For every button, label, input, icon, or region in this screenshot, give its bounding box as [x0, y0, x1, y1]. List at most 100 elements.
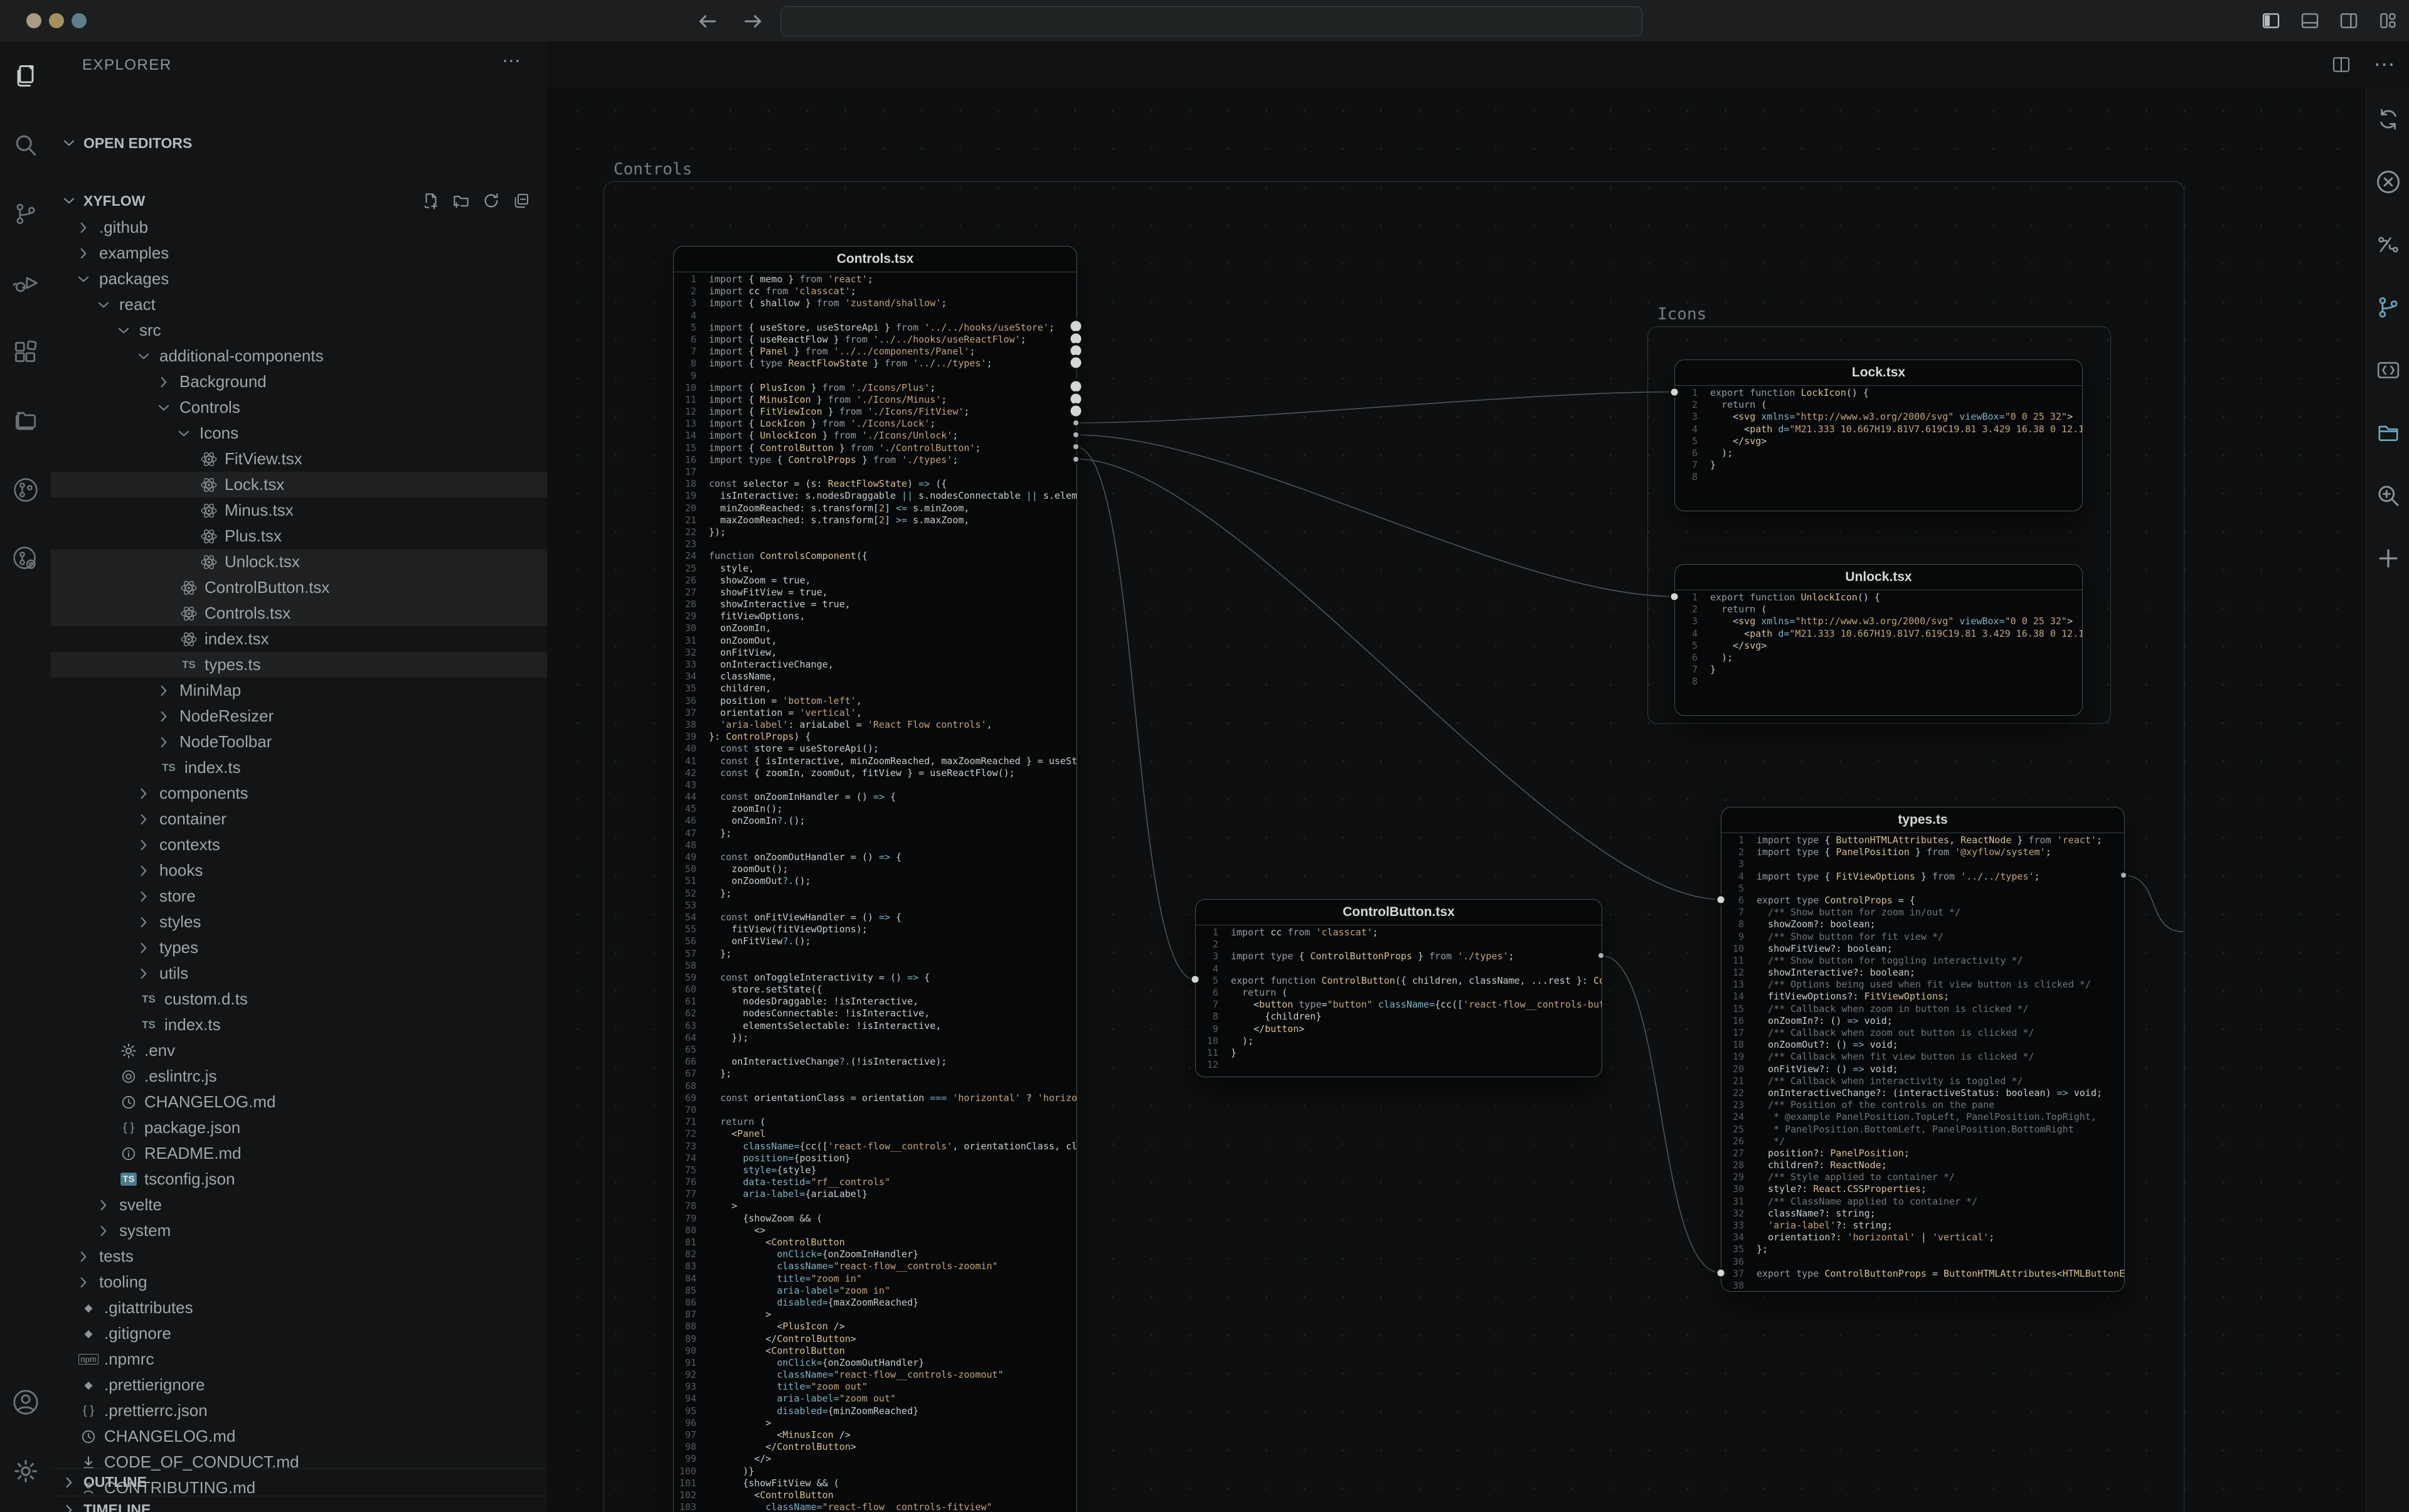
add-card-button[interactable]	[2366, 527, 2409, 590]
tree-file-changelog-md[interactable]: CHANGELOG.md	[51, 1089, 547, 1115]
canvas-files-button[interactable]	[2366, 402, 2409, 464]
connection-port[interactable]	[1073, 456, 1078, 462]
activity-source-control[interactable]	[0, 179, 51, 248]
tree-file--prettierrc-json[interactable]: { }.prettierrc.json	[51, 1398, 547, 1424]
accounts-button[interactable]	[0, 1368, 51, 1437]
tree-folder--github[interactable]: .github	[51, 215, 547, 240]
activity-search[interactable]	[0, 110, 51, 179]
connection-port[interactable]	[1070, 393, 1082, 405]
card-title[interactable]: types.ts	[1721, 807, 2124, 833]
tree-folder-icons[interactable]: Icons	[51, 420, 547, 446]
connection-port[interactable]	[1598, 953, 1603, 958]
tree-folder-container[interactable]: container	[51, 806, 547, 832]
tree-file-minus-tsx[interactable]: Minus.tsx	[51, 498, 547, 523]
tree-file--npmrc[interactable]: npm.npmrc	[51, 1346, 547, 1372]
tree-file--env[interactable]: .env	[51, 1038, 547, 1063]
tree-folder-hooks[interactable]: hooks	[51, 858, 547, 883]
collapse-folders-button[interactable]	[512, 191, 531, 210]
group-controls[interactable]	[604, 181, 2184, 1512]
connection-port[interactable]	[2121, 873, 2126, 878]
card-title[interactable]: Unlock.tsx	[1675, 565, 2082, 590]
connection-port[interactable]	[1073, 432, 1078, 438]
tree-file-readme-md[interactable]: README.md	[51, 1141, 547, 1166]
command-center-input[interactable]	[780, 6, 1642, 36]
connection-port[interactable]	[1070, 357, 1082, 368]
group-icons[interactable]	[1647, 326, 2111, 724]
connection-port[interactable]	[1070, 345, 1082, 356]
window-zoom-button[interactable]	[72, 13, 87, 28]
tree-folder-packages[interactable]: packages	[51, 266, 547, 292]
code-block-button[interactable]	[2366, 339, 2409, 402]
tree-folder-tests[interactable]: tests	[51, 1243, 547, 1269]
connection-port[interactable]	[1070, 405, 1082, 417]
connection-port[interactable]	[1717, 896, 1725, 903]
connection-port[interactable]	[1070, 333, 1082, 344]
card-title[interactable]: Controls.tsx	[674, 247, 1077, 272]
activity-library[interactable]	[0, 386, 51, 455]
editor-more-actions-button[interactable]: ⋯	[2373, 53, 2397, 77]
connection-port[interactable]	[1073, 444, 1078, 450]
connection-port[interactable]	[1717, 1269, 1725, 1277]
tree-folder-minimap[interactable]: MiniMap	[51, 678, 547, 703]
tree-file-plus-tsx[interactable]: Plus.tsx	[51, 523, 547, 549]
tree-folder-svelte[interactable]: svelte	[51, 1192, 547, 1218]
tree-folder-contexts[interactable]: contexts	[51, 832, 547, 858]
tree-folder-components[interactable]: components	[51, 780, 547, 806]
card-title[interactable]: ControlButton.tsx	[1196, 900, 1602, 925]
connection-port[interactable]	[1671, 388, 1678, 396]
tree-folder-background[interactable]: Background	[51, 369, 547, 395]
tree-folder-utils[interactable]: utils	[51, 961, 547, 986]
refresh-explorer-button[interactable]	[482, 191, 501, 210]
tree-file-index-tsx[interactable]: index.tsx	[51, 626, 547, 652]
tree-file--gitignore[interactable]: ◆.gitignore	[51, 1321, 547, 1346]
sidebar-more-actions-button[interactable]: ⋯	[502, 51, 522, 72]
settings-button[interactable]	[0, 1437, 51, 1506]
tree-folder-controls[interactable]: Controls	[51, 395, 547, 420]
tree-folder-nodetoolbar[interactable]: NodeToolbar	[51, 729, 547, 755]
connection-port[interactable]	[1073, 420, 1078, 425]
open-editors-section[interactable]: OPEN EDITORS	[51, 129, 547, 157]
activity-run-debug[interactable]	[0, 248, 51, 317]
zoom-in-button[interactable]	[2366, 464, 2409, 527]
tree-file-controls-tsx[interactable]: Controls.tsx	[51, 600, 547, 626]
tree-file-lock-tsx[interactable]: Lock.tsx	[51, 472, 547, 498]
tree-folder-store[interactable]: store	[51, 883, 547, 909]
tree-file--prettierignore[interactable]: ◆.prettierignore	[51, 1372, 547, 1398]
tree-file-fitview-tsx[interactable]: FitView.tsx	[51, 446, 547, 472]
tree-folder-src[interactable]: src	[51, 317, 547, 343]
tree-folder-styles[interactable]: styles	[51, 909, 547, 935]
tree-folder-additional-components[interactable]: additional-components	[51, 343, 547, 369]
window-close-button[interactable]	[26, 13, 41, 28]
tree-folder-react[interactable]: react	[51, 292, 547, 317]
connection-port[interactable]	[1070, 381, 1082, 392]
history-back-button[interactable]	[694, 8, 721, 35]
tree-folder-tooling[interactable]: tooling	[51, 1269, 547, 1295]
tree-folder-examples[interactable]: examples	[51, 240, 547, 266]
activity-explorer[interactable]	[0, 41, 51, 110]
sync-canvas-button[interactable]	[2366, 88, 2409, 151]
customize-layout-button[interactable]	[2375, 9, 2400, 33]
connection-port[interactable]	[1191, 976, 1199, 983]
toggle-panel-button[interactable]	[2297, 9, 2322, 33]
tree-file-controlbutton-tsx[interactable]: ControlButton.tsx	[51, 575, 547, 600]
close-all-button[interactable]	[2366, 151, 2409, 213]
split-editor-button[interactable]	[2329, 53, 2354, 77]
connection-port[interactable]	[1671, 593, 1678, 600]
tree-file--gitattributes[interactable]: ◆.gitattributes	[51, 1295, 547, 1321]
canvas-git-button[interactable]	[2366, 276, 2409, 339]
toggle-primary-sidebar-button[interactable]	[2258, 9, 2284, 33]
tree-file-unlock-tsx[interactable]: Unlock.tsx	[51, 549, 547, 575]
card-title[interactable]: Lock.tsx	[1675, 360, 2082, 386]
activity-extensions[interactable]	[0, 317, 51, 386]
window-minimize-button[interactable]	[49, 13, 64, 28]
